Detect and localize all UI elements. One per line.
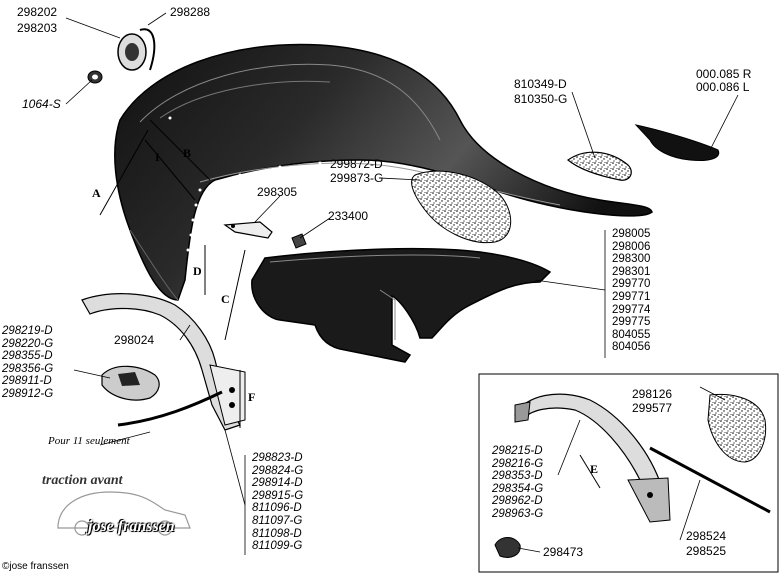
stack-item: 811098-D [252,527,302,540]
label-299873: 299873-G [330,171,384,185]
stack-item: 298355-D [2,350,53,363]
label-298305: 298305 [257,185,298,199]
dimension-i: I [155,150,160,164]
stack-item: 299770 [612,278,651,291]
inset-bracket [514,393,671,523]
dimension-c: C [221,292,230,306]
stack-item: 298824-G [252,464,304,477]
label-299872: 299872-D [330,157,383,171]
inset-frame [478,373,779,573]
inner-fender-panel [251,247,552,363]
stack-item: 298911-D [2,375,52,388]
grommet-1064 [87,70,103,84]
stack-item: 298962-D [492,495,543,508]
label-298024: 298024 [114,333,155,347]
fender-pad [411,170,512,244]
bracket-298305 [223,221,273,239]
dimension-lines [99,119,601,489]
lamp-housing [117,28,156,71]
stack-item: 298301 [612,265,651,278]
label-298202: 298202 [17,5,58,19]
stack-item: 298912-G [2,387,54,400]
stack-item: 298006 [612,240,651,253]
label-810349: 810349-D [514,77,567,91]
stack-item: 811097-G [252,514,303,527]
label-299577: 299577 [632,401,673,415]
inset-pad [707,393,767,463]
stack-right-mid: 298005 298006 298300 298301 299770 29977… [612,228,650,354]
dimension-d: D [193,264,202,278]
label-298524: 298524 [686,529,727,543]
label-298126: 298126 [632,387,673,401]
stack-item: 299771 [612,290,651,303]
stack-item: 298005 [612,228,651,240]
stack-bottom-mid: 298823-D 298824-G 298914-D 298915-G 8110… [252,452,303,553]
stack-item: 804056 [612,341,651,354]
stack-item: 298914-D [252,477,303,490]
stack-item: 299774 [612,303,651,316]
stack-item: 298215-D [492,445,543,457]
stack-item: 811096-D [252,502,302,515]
stack-item: 298963-G [492,507,544,520]
stack-item: 298353-D [492,470,543,483]
brand-line-1: traction avant [42,473,123,488]
clip-233400 [291,233,307,249]
stack-item: 298220-G [2,337,54,350]
stack-inset-left: 298215-D 298216-G 298353-D 298354-G 2989… [492,445,543,521]
label-1064: 1064-S [22,97,61,111]
label-298525: 298525 [686,544,727,558]
copyright: ©jose franssen [2,561,69,572]
stack-item: 298823-D [252,452,303,464]
label-298473: 298473 [543,545,584,559]
label-000086: 000.086 L [696,80,750,94]
stack-item: 804055 [612,328,651,341]
stack-item: 811099-G [252,540,303,553]
fender-stay [81,293,246,431]
fender-tip [634,124,720,161]
inset-rod [649,446,771,514]
label-810350: 810350-G [514,92,568,106]
stack-item: 298219-D [2,325,53,337]
dimension-b: B [183,146,192,160]
stack-item: 298300 [612,253,651,266]
dimension-e: E [590,462,599,476]
leader-lines [65,12,739,555]
stay-rod [117,390,223,427]
label-298203: 298203 [17,21,58,35]
stack-item: 298915-G [252,489,304,502]
stack-item: 298354-G [492,482,544,495]
dimension-f: F [248,390,256,404]
label-233400: 233400 [328,209,369,223]
bumper-clip [101,365,160,401]
stack-item: 299775 [612,316,651,329]
reflector-plate [567,151,632,181]
car-silhouette-logo [57,491,191,536]
inset-grommet [494,537,521,558]
dimension-a: A [92,186,101,200]
stack-item: 298356-G [2,362,54,375]
label-298288: 298288 [170,5,211,19]
brand-line-2: jose franssen [88,518,175,535]
stack-item: 298216-G [492,457,544,470]
label-000085: 000.085 R [696,67,752,81]
stack-left-mid: 298219-D 298220-G 298355-D 298356-G 2989… [2,325,53,401]
note-pour-11: Pour 11 seulement [48,435,130,447]
